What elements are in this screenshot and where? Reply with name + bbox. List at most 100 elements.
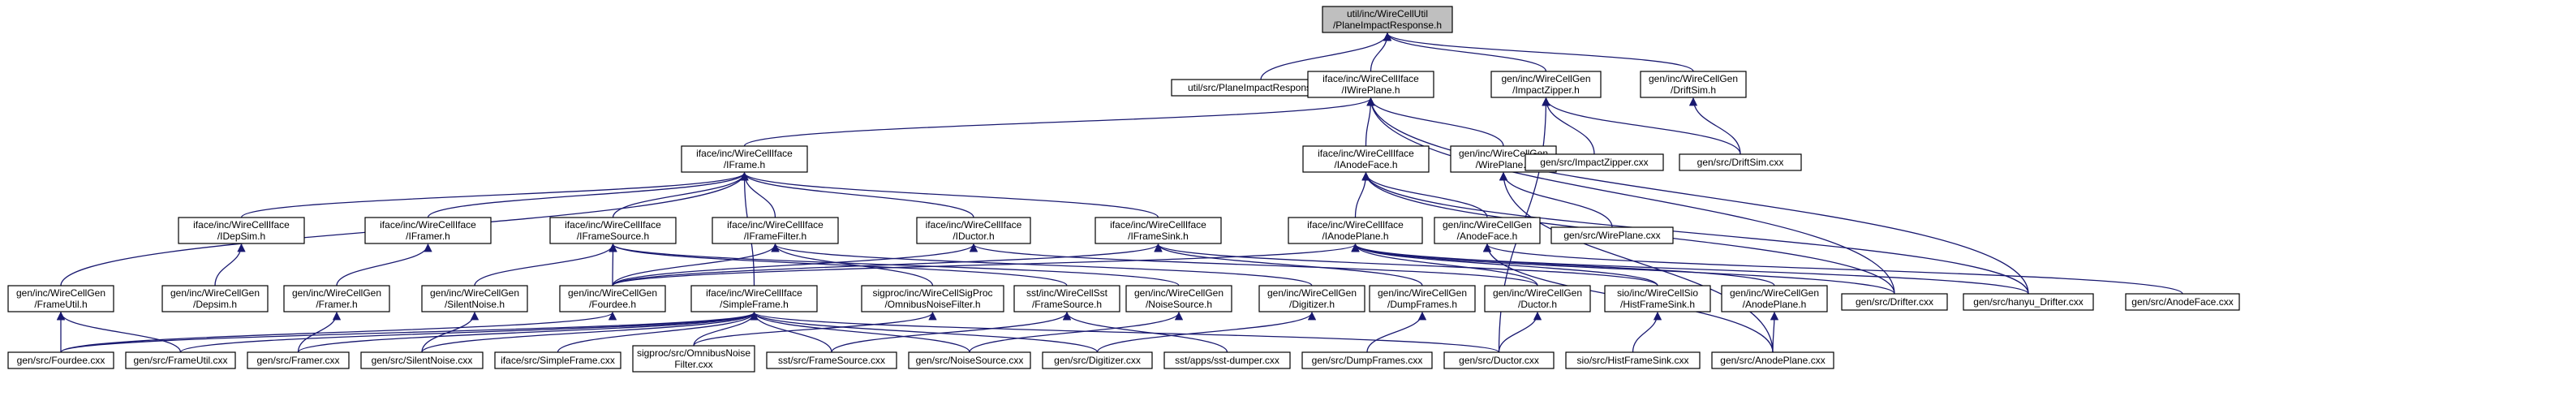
- node-anodeplane-h[interactable]: gen/inc/WireCellGen/AnodePlane.h: [1721, 285, 1828, 312]
- node-label-line: iface/inc/WireCellIface: [1322, 73, 1419, 84]
- node-util-pir-cxx[interactable]: util/src/PlaneImpactResponse.cxx: [1171, 79, 1351, 97]
- node-anodeface-h[interactable]: gen/inc/WireCellGen/AnodeFace.h: [1434, 217, 1541, 244]
- node-fourdee-h[interactable]: gen/inc/WireCellGen/Fourdee.h: [559, 285, 666, 312]
- node-label-line: /PlaneImpactResponse.h: [1333, 19, 1442, 31]
- node-box: [766, 351, 897, 369]
- node-histframesink-cxx[interactable]: sio/src/HistFrameSink.cxx: [1565, 351, 1701, 369]
- edge-line: [1154, 243, 1658, 287]
- node-iframe[interactable]: iface/inc/WireCellIface/IFrame.h: [681, 145, 808, 173]
- node-iwireplane[interactable]: iface/inc/WireCellIface/IWirePlane.h: [1307, 71, 1434, 98]
- node-silentnoise-h[interactable]: gen/inc/WireCellGen/SilentNoise.h: [421, 285, 528, 312]
- node-label-line: gen/src/DriftSim.cxx: [1697, 157, 1784, 168]
- edge-line: [1366, 97, 1504, 147]
- node-label-line: iface/inc/WireCellIface: [706, 287, 802, 299]
- node-label-line: sst/src/FrameSource.cxx: [778, 355, 885, 366]
- node-driftsim-cxx[interactable]: gen/src/DriftSim.cxx: [1679, 153, 1802, 171]
- node-box: [1163, 351, 1291, 369]
- node-drifter-cxx[interactable]: gen/src/Drifter.cxx: [1841, 293, 1948, 311]
- node-digitizer-cxx[interactable]: gen/src/Digitizer.cxx: [1042, 351, 1153, 369]
- node-noisesource-h[interactable]: gen/inc/WireCellGen/NoiseSource.h: [1125, 285, 1232, 312]
- node-driftsim-h[interactable]: gen/inc/WireCellGen/DriftSim.h: [1640, 71, 1747, 98]
- edge-histframesink_cxx-to-histframesink_h: [1632, 311, 1662, 353]
- edge-digitizer_cxx-to-isimpleframe: [750, 311, 1099, 353]
- node-iframer[interactable]: iface/inc/WireCellIface/IFramer.h: [364, 217, 492, 244]
- node-ianodeface[interactable]: iface/inc/WireCellIface/IAnodeFace.h: [1302, 145, 1430, 173]
- node-label-line: gen/inc/WireCellGen: [292, 287, 381, 299]
- node-label-line: gen/src/DumpFrames.cxx: [1312, 355, 1423, 366]
- node-box: [125, 351, 236, 369]
- node-silentnoise-cxx[interactable]: gen/src/SilentNoise.cxx: [360, 351, 484, 369]
- node-iductor[interactable]: iface/inc/WireCellIface/IDuctor.h: [916, 217, 1031, 244]
- node-box: [712, 217, 839, 244]
- edge-noisesource_cxx-to-isimpleframe: [750, 311, 970, 353]
- edge-line: [1383, 32, 1547, 72]
- edge-fourdee_cxx-to-fourdee_h: [60, 311, 617, 353]
- node-dumpframes-cxx[interactable]: gen/src/DumpFrames.cxx: [1301, 351, 1433, 369]
- node-framer-cxx[interactable]: gen/src/Framer.cxx: [247, 351, 350, 369]
- node-sst-framesource-h[interactable]: sst/inc/WireCellSst/FrameSource.h: [1013, 285, 1120, 312]
- edge-line: [1351, 243, 1895, 295]
- node-dumpframes-h[interactable]: gen/inc/WireCellGen/DumpFrames.h: [1369, 285, 1476, 312]
- edge-framer_cxx-to-framer_h: [297, 311, 342, 353]
- node-anodeplane-cxx[interactable]: gen/src/AnodePlane.cxx: [1711, 351, 1834, 369]
- node-sst-framesource-cxx[interactable]: sst/src/FrameSource.cxx: [766, 351, 897, 369]
- node-histframesink-h[interactable]: sio/inc/WireCellSio/HistFrameSink.h: [1604, 285, 1711, 312]
- node-label-line: gen/src/Drifter.cxx: [1856, 296, 1933, 308]
- node-box: [1258, 285, 1365, 312]
- edge-line: [612, 171, 749, 218]
- node-label-line: sio/src/HistFrameSink.cxx: [1576, 355, 1688, 366]
- node-label-line: /HistFrameSink.h: [1620, 299, 1695, 310]
- node-depsim-h[interactable]: gen/inc/WireCellGen/Depsim.h: [161, 285, 269, 312]
- node-fourdee-cxx[interactable]: gen/src/Fourdee.cxx: [7, 351, 114, 369]
- edge-framer_h-to-iframer: [336, 243, 432, 287]
- edge-line: [1483, 243, 2183, 295]
- edge-line: [970, 243, 1538, 287]
- node-anodeface-cxx[interactable]: gen/src/AnodeFace.cxx: [2125, 293, 2240, 311]
- node-box: [494, 351, 621, 369]
- edge-hanyu_cxx-to-ianodeface: [1361, 171, 2029, 295]
- node-frameutil-cxx[interactable]: gen/src/FrameUtil.cxx: [125, 351, 236, 369]
- node-ianodeplane[interactable]: iface/inc/WireCellIface/IAnodePlane.h: [1288, 217, 1423, 244]
- node-box: [1484, 285, 1591, 312]
- node-iframesink[interactable]: iface/inc/WireCellIface/IFrameSink.h: [1094, 217, 1222, 244]
- node-iframefilter[interactable]: iface/inc/WireCellIface/IFrameFilter.h: [712, 217, 839, 244]
- node-ductor-h[interactable]: gen/inc/WireCellGen/Ductor.h: [1484, 285, 1591, 312]
- node-iframesource[interactable]: iface/inc/WireCellIface/IFrameSource.h: [549, 217, 677, 244]
- node-isimpleframe[interactable]: iface/inc/WireCellIface/SimpleFrame.h: [690, 285, 818, 312]
- edge-line: [1498, 311, 1542, 353]
- node-wireplane-cxx[interactable]: gen/src/WirePlane.cxx: [1550, 226, 1674, 244]
- edge-fourdee_h-to-ianodeplane: [612, 243, 1360, 287]
- edge-noisesource_cxx-to-noisesource_h: [969, 311, 1184, 353]
- edge-digitizer_h-to-iframefilter: [771, 243, 1313, 287]
- node-hanyu-cxx[interactable]: gen/src/hanyu_Drifter.cxx: [1963, 293, 2094, 311]
- node-sst-dumper-cxx[interactable]: sst/apps/sst-dumper.cxx: [1163, 351, 1291, 369]
- node-framer-h[interactable]: gen/inc/WireCellGen/Framer.h: [283, 285, 390, 312]
- node-label-line: /IFramer.h: [406, 231, 450, 242]
- edge-line: [427, 171, 749, 218]
- node-impactzipper-cxx[interactable]: gen/src/ImpactZipper.cxx: [1525, 153, 1664, 171]
- edge-impactzipper_h-to-root: [1383, 32, 1547, 72]
- node-label-line: /IFrameSink.h: [1128, 231, 1189, 242]
- edge-line: [1365, 97, 1375, 147]
- edge-line: [1542, 97, 1595, 155]
- edge-line: [1154, 243, 1423, 287]
- node-label-line: iface/inc/WireCellIface: [727, 219, 824, 231]
- node-omnibus-h[interactable]: sigproc/inc/WireCellSigProc/OmnibusNoise…: [861, 285, 1004, 312]
- edge-line: [771, 243, 1313, 287]
- edge-line: [969, 311, 1184, 353]
- edge-line: [1354, 171, 1370, 218]
- node-label-line: /ImpactZipper.h: [1512, 84, 1580, 96]
- node-simpleframe-cxx[interactable]: iface/src/SimpleFrame.cxx: [494, 351, 621, 369]
- edge-line: [1351, 243, 1658, 287]
- node-omnibus-cxx[interactable]: sigproc/src/OmnibusNoiseFilter.cxx: [632, 345, 755, 373]
- node-digitizer-h[interactable]: gen/inc/WireCellGen/Digitizer.h: [1258, 285, 1365, 312]
- node-frameutil-h[interactable]: gen/inc/WireCellGen/FrameUtil.h: [7, 285, 114, 312]
- node-ductor-cxx[interactable]: gen/src/Ductor.cxx: [1443, 351, 1555, 369]
- node-idepsim[interactable]: iface/inc/WireCellIface/IDepSim.h: [178, 217, 305, 244]
- edge-framer_cxx-to-isimpleframe: [297, 311, 759, 353]
- node-label-line: util/inc/WireCellUtil: [1347, 8, 1428, 19]
- edge-anodeface_cxx-to-anodeface_h: [1483, 243, 2183, 295]
- node-noisesource-cxx[interactable]: gen/src/NoiseSource.cxx: [908, 351, 1031, 369]
- node-label-line: sio/inc/WireCellSio: [1617, 287, 1698, 299]
- node-impactzipper-h[interactable]: gen/inc/WireCellGen/ImpactZipper.h: [1490, 71, 1602, 98]
